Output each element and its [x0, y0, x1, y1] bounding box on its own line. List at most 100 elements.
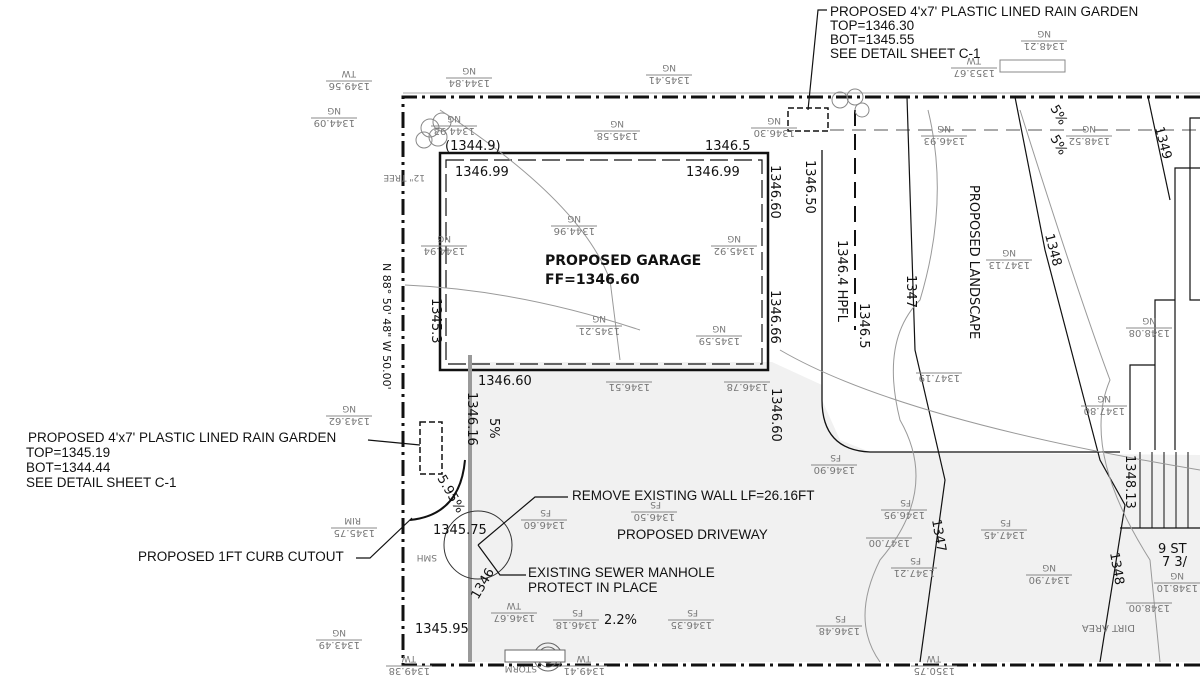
elevation-label: 1346.50 [802, 160, 817, 214]
spot-elevation-code: NG [767, 115, 781, 125]
house-outline [1129, 117, 1200, 450]
proposed-contours [906, 96, 1171, 663]
spot-elevation-code: NG [1097, 393, 1111, 403]
spot-elevation-value: 1346.93 [924, 135, 965, 146]
spot-elevation-value: 1346.90 [814, 464, 855, 475]
spot-elevation-code: FS [540, 507, 551, 517]
smh-label: SMH [417, 552, 437, 562]
elevation-label: 1349 [1151, 125, 1174, 161]
spot-elevation-code: TW [967, 55, 982, 65]
spot-elevation-code: FS [830, 452, 841, 462]
elevation-label: 1346.99 [686, 165, 740, 180]
spot-elevation: 1345.41 NG [646, 62, 692, 85]
spot-elevation-value: 1343.62 [329, 415, 370, 426]
proposed-driveway-area [472, 362, 1200, 662]
spot-elevation-value: 1345.59 [699, 335, 740, 346]
spot-elevation-code: NG [567, 213, 581, 223]
elevation-label: 1348 [1106, 551, 1127, 586]
note-line: SEE DETAIL SHEET C-1 [26, 475, 177, 490]
label-proposed-driveway: PROPOSED DRIVEWAY [617, 527, 768, 542]
elevation-label: 1346.99 [455, 165, 509, 180]
spot-elevation-value: 1345.21 [579, 325, 620, 336]
elevation-label: 1346.60 [767, 165, 782, 219]
spot-elevation-value: 1348.10 [1157, 582, 1198, 593]
spot-elevation-code: TW [927, 653, 942, 663]
spot-elevation-value: 1349.38 [389, 665, 430, 675]
elevation-label: 1346.60 [768, 388, 783, 442]
elevation-label: 1346.66 [767, 290, 782, 344]
spot-elevation-value: 1346.78 [727, 381, 768, 392]
note-line: BOT=1344.44 [26, 460, 111, 475]
spot-elevation-code: FS [900, 497, 911, 507]
note-line: BOT=1345.55 [830, 32, 914, 47]
elevation-label: 1345.3 [428, 298, 443, 344]
rain-garden-left [419, 421, 443, 475]
spot-elevation: 1344.96 NG [551, 213, 597, 236]
note-line: PROPOSED 4'x7' PLASTIC LINED RAIN GARDEN [28, 430, 336, 445]
elevation-label: 1348.13 [1122, 455, 1137, 509]
spot-elevation-value: 1344.96 [554, 225, 595, 236]
spot-elevation-value: 1344.09 [314, 117, 355, 128]
spot-elevation-code: FS [835, 613, 846, 623]
spot-elevation: 1346.78 [724, 381, 770, 392]
elevation-label: 1346.5 [705, 139, 751, 154]
inlet-structure [504, 649, 566, 663]
label-proposed-landscape: PROPOSED LANDSCAPE [966, 185, 981, 339]
spot-elevation: 1346.51 [606, 381, 652, 392]
elevation-label: (1344.9) [445, 139, 501, 154]
spot-elevation-code: NG [342, 403, 356, 413]
spot-elevation-code: NG [1082, 123, 1096, 133]
spot-elevation-value: 1346.60 [524, 519, 565, 530]
elevation-label: 5% [1047, 103, 1070, 128]
spot-elevation-value: 1348.52 [1069, 135, 1110, 146]
spot-elevation-code: NG [332, 627, 346, 637]
spot-elevation-value: 1345.58 [597, 130, 638, 141]
walkway-edge [821, 150, 1120, 453]
sewer-manhole-icon [443, 510, 513, 580]
spot-elevation-code: RIM [344, 515, 361, 525]
spot-elevation-value: 1347.19 [919, 372, 960, 383]
note-line: PROPOSED 4'x7' PLASTIC LINED RAIN GARDEN [830, 4, 1138, 19]
spot-elevation: 1346.60 FS [521, 507, 567, 530]
dirt-area-label: DIRT AREA [1082, 622, 1135, 633]
spot-elevation-code: NG [937, 123, 951, 133]
spot-elevation-code: NG [327, 105, 341, 115]
label-garage: PROPOSED GARAGE [545, 253, 701, 269]
spot-elevation-value: 1349.41 [564, 665, 605, 675]
spot-elevation-value: 1345.92 [714, 245, 755, 256]
spot-elevation-value: 1349.56 [329, 80, 370, 91]
elevation-label: 1345.75 [433, 523, 487, 538]
spot-elevation-value: 1345.41 [649, 74, 690, 85]
spot-elevation-code: NG [1037, 28, 1051, 38]
spot-elevation: 1346.93 NG [921, 123, 967, 146]
spot-elevation-code: FS [687, 607, 698, 617]
note-manhole-line1: EXISTING SEWER MANHOLE [528, 565, 715, 580]
spot-elevation-value: 1343.49 [319, 639, 360, 650]
spot-elevation: 1346.90 FS [811, 452, 857, 475]
elevation-label: 1347 [928, 518, 949, 553]
spot-elevation-value: 1344.93 [434, 125, 475, 136]
spot-elevation-value: 1347.21 [894, 567, 935, 578]
spot-elevation-code: NG [1002, 247, 1016, 257]
spot-elevation-code: NG [662, 62, 676, 72]
spot-elevation-code: FS [1000, 517, 1011, 527]
spot-elevation: 1348.52 NG [1066, 123, 1112, 146]
elevation-label: 1345.95 [415, 622, 469, 637]
note-manhole-line2: PROTECT IN PLACE [528, 580, 658, 595]
tree-label: 12" TREE [383, 172, 425, 182]
spot-elevation-value: 1347.90 [1029, 574, 1070, 585]
